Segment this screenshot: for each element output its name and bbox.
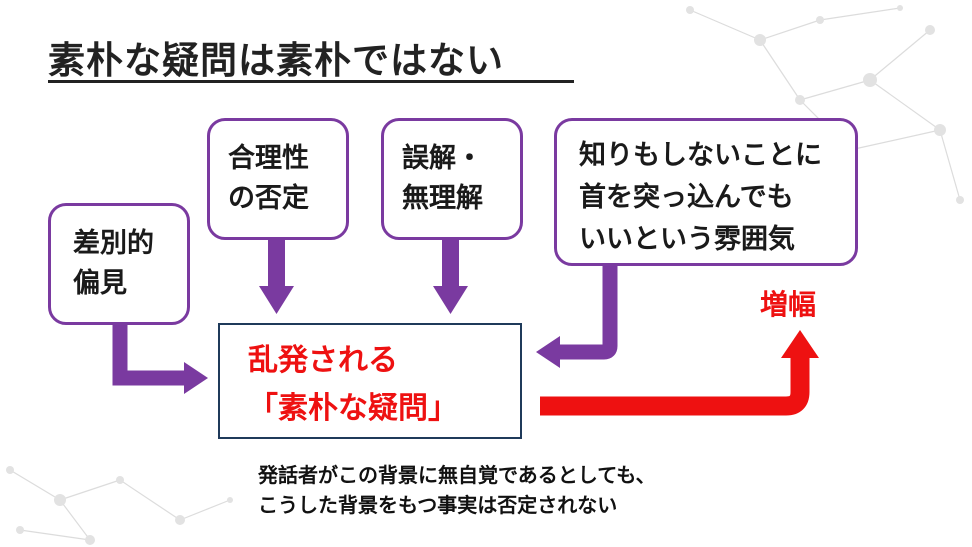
cause-sabetsu-line-1: 差別的: [73, 228, 154, 259]
arrow-amplify-head: [781, 330, 819, 358]
cause-gokai-line-1: 誤解・: [402, 143, 483, 174]
cause-box-sabetsu: 差別的 偏見: [48, 203, 190, 325]
cause-box-fun-iki: 知りもしないことに 首を突っ込んでも いいという雰囲気: [554, 118, 858, 266]
arrow-gouri-shaft: [268, 240, 285, 287]
cause-fun-line-3: いいという雰囲気: [579, 224, 795, 255]
footnote-line-1: 発話者がこの背景に無自覚であるとしても、: [258, 463, 656, 487]
cause-gouri-line-1: 合理性: [228, 143, 309, 174]
arrow-sabetsu-to-center: [112, 324, 186, 386]
title-underline: [48, 80, 574, 83]
arrow-fun-to-center: [558, 266, 618, 360]
cause-gokai-line-2: 無理解: [402, 183, 483, 214]
arrow-gokai-head: [433, 286, 468, 314]
arrow-fun-head: [536, 336, 560, 368]
page-title: 素朴な疑問は素朴ではない: [48, 39, 504, 82]
amplify-label: 増幅: [760, 288, 817, 321]
footnote: 発話者がこの背景に無自覚であるとしても、 こうした背景をもつ事実は否定されない: [258, 460, 656, 520]
cause-sabetsu-line-2: 偏見: [73, 268, 127, 299]
cause-box-gokai: 誤解・ 無理解: [381, 118, 523, 240]
cause-fun-line-1: 知りもしないことに: [579, 140, 822, 171]
center-line-2: 「素朴な疑問」: [248, 391, 458, 426]
arrow-amplify: [540, 356, 810, 416]
arrow-gouri-head: [259, 286, 294, 314]
cause-fun-line-2: 首を突っ込んでも: [579, 182, 794, 213]
arrow-gokai-shaft: [442, 240, 459, 287]
center-box: 乱発される 「素朴な疑問」: [218, 323, 522, 439]
cause-box-gouri: 合理性 の否定: [207, 118, 349, 240]
arrow-sabetsu-head: [184, 362, 208, 394]
center-line-1: 乱発される: [248, 343, 398, 378]
footnote-line-2: こうした背景をもつ事実は否定されない: [258, 493, 618, 517]
cause-gouri-line-2: の否定: [228, 183, 309, 214]
